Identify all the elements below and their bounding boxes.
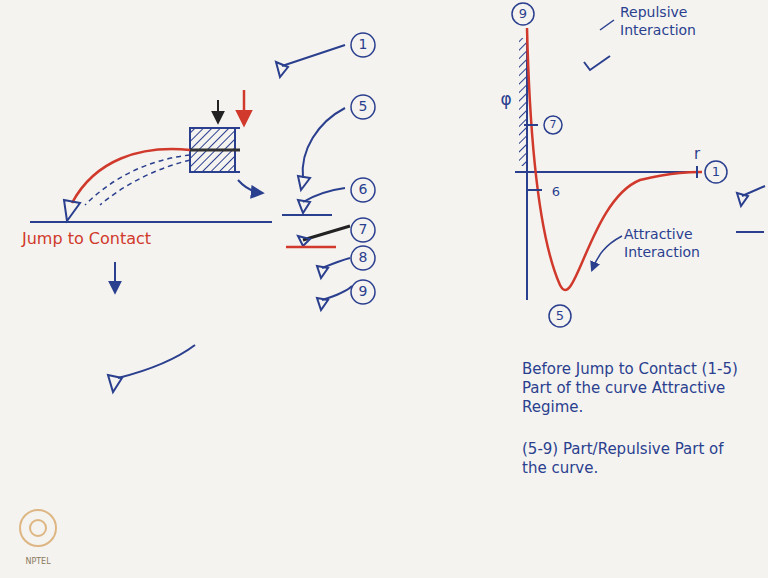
callout-number: 7 xyxy=(550,118,557,132)
callout-number: 6 xyxy=(552,184,560,200)
callout-number: 1 xyxy=(359,36,368,54)
callout-number: 8 xyxy=(359,249,368,267)
region-label: Attractive Interaction xyxy=(624,226,734,261)
tip-sequence xyxy=(276,33,375,310)
callout-number: 9 xyxy=(359,283,368,301)
note-text: (5-9) Part/Repulsive Part of the curve. xyxy=(522,440,732,478)
snapped-tip xyxy=(108,262,195,392)
watermark: NPTEL xyxy=(25,557,50,567)
axis-label: r xyxy=(694,145,700,164)
callout-number: 9 xyxy=(519,6,527,22)
callout-number: 6 xyxy=(359,181,368,199)
callout-number: 7 xyxy=(359,221,368,239)
title-note: Jump to Contact xyxy=(22,229,151,249)
cantilever-sketch xyxy=(30,90,272,222)
axis-label: φ xyxy=(500,89,511,110)
potential-plot xyxy=(512,3,765,327)
callout-number: 5 xyxy=(359,98,368,116)
callout-number: 5 xyxy=(556,308,564,324)
region-label: Repulsive Interaction xyxy=(620,4,730,39)
note-text: Before Jump to Contact (1-5) Part of the… xyxy=(522,360,752,416)
logo xyxy=(20,510,56,546)
callout-number: 1 xyxy=(712,164,720,180)
